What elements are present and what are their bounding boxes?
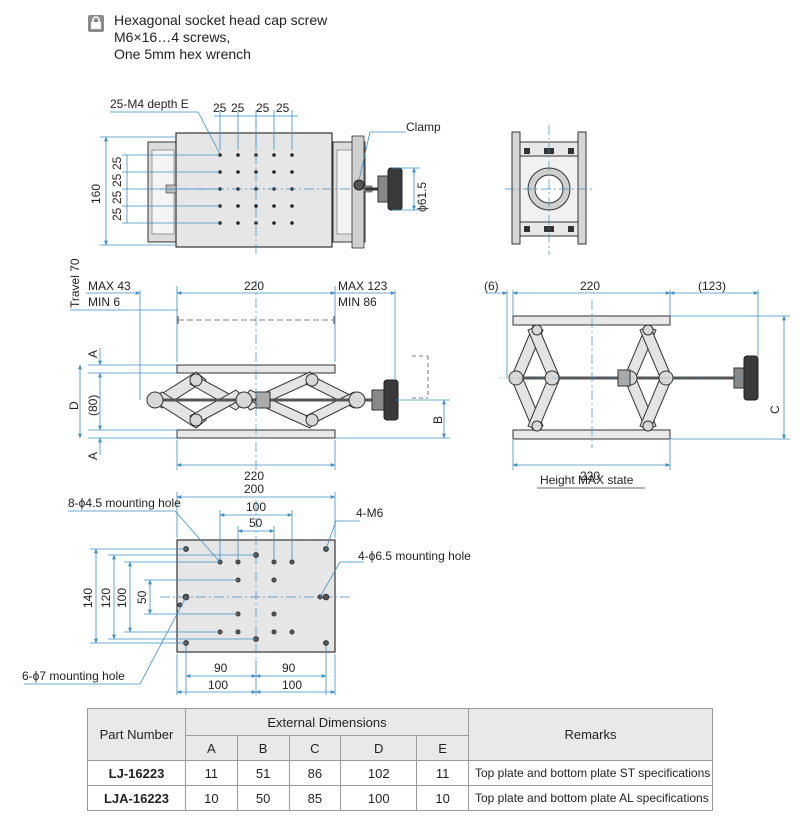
b-100a: 100	[208, 678, 228, 692]
top-pitch-3: 25	[256, 101, 270, 115]
v-50: 50	[135, 590, 149, 604]
table-row: LJA-16223 10 50 85 100 10 Top plate and …	[87, 785, 713, 811]
left-pitch-3: 25	[110, 190, 124, 204]
end-view	[505, 125, 595, 255]
table-row: LJ-16223 11 51 86 102 11 Top plate and b…	[87, 760, 713, 786]
left-pitch-2: 25	[110, 173, 124, 187]
dim-a-bottom: A	[86, 452, 100, 460]
col-part-number: Part Number	[87, 708, 186, 761]
col-remarks: Remarks	[468, 708, 713, 761]
bottom-view: 200 100 50 4-M6 8-ϕ4.5 mounting hole 4-ϕ…	[22, 482, 471, 695]
front-right-ext: (123)	[698, 279, 726, 293]
dim-value: 86	[288, 760, 342, 786]
top-pitch-1: 25	[213, 101, 227, 115]
tapped-hole	[290, 170, 294, 174]
front-view: (6) 220 (123) C 220 Height MAX state	[484, 279, 790, 489]
side-width-top: 220	[244, 279, 264, 293]
b-90a: 90	[214, 661, 228, 675]
travel-label: Travel 70	[68, 258, 82, 308]
accessory-note: Hexagonal socket head cap screw M6×16…4 …	[88, 12, 327, 63]
front-left-gap: (6)	[484, 279, 499, 293]
tapped-hole	[272, 153, 276, 157]
label-hole-45: 8-ϕ4.5 mounting hole	[68, 496, 181, 510]
tapped-hole	[272, 204, 276, 208]
dim-value: 51	[236, 760, 290, 786]
tapped-hole	[290, 153, 294, 157]
top-pitch-4: 25	[276, 101, 290, 115]
bottom-50: 50	[249, 516, 263, 530]
height-max-caption: Height MAX state	[540, 473, 634, 487]
label-hole-65: 4-ϕ6.5 mounting hole	[358, 549, 471, 563]
b-90b: 90	[282, 661, 296, 675]
label-hole-7: 6-ϕ7 mounting hole	[22, 669, 125, 683]
left-pitch-4: 25	[110, 207, 124, 221]
tapped-hole	[272, 170, 276, 174]
col-a: A	[185, 735, 238, 761]
knob-dia: ϕ61.5	[415, 182, 429, 212]
v-140: 140	[81, 588, 95, 608]
remarks: Top plate and bottom plate AL specificat…	[468, 785, 713, 811]
front-width-top: 220	[580, 279, 600, 293]
note-line-3: One 5mm hex wrench	[114, 46, 251, 62]
dim-80: (80)	[86, 395, 100, 416]
dim-value: 10	[416, 785, 469, 811]
tapped-hole	[290, 221, 294, 225]
tapped-hole	[236, 170, 240, 174]
side-width-bottom: 220	[244, 469, 264, 483]
tapped-hole	[290, 204, 294, 208]
b-100b: 100	[282, 678, 302, 692]
clamp-label: Clamp	[406, 120, 441, 134]
col-d: D	[340, 735, 418, 761]
dim-value: 11	[185, 760, 238, 786]
tapped-hole	[236, 221, 240, 225]
tapped-hole	[272, 221, 276, 225]
max-left: MAX 43	[88, 279, 131, 293]
dim-value: 11	[416, 760, 469, 786]
dim-value: 10	[185, 785, 238, 811]
v-100: 100	[115, 588, 129, 608]
col-b: B	[236, 735, 290, 761]
remarks: Top plate and bottom plate ST specificat…	[468, 760, 713, 786]
top-view: 25 25 25 25 25-M4 depth E Clamp 160 25 2…	[89, 97, 441, 255]
v-120: 120	[99, 588, 113, 608]
note-line-2: M6×16…4 screws,	[114, 29, 231, 45]
dim-value: 50	[236, 785, 290, 811]
hole-label: 25-M4 depth E	[110, 97, 189, 111]
tapped-hole	[236, 153, 240, 157]
col-c: C	[288, 735, 342, 761]
technical-drawing: 25 25 25 25 25-M4 depth E Clamp 160 25 2…	[22, 97, 790, 695]
side-view: Travel 70 MAX 43 MIN 6 220 MAX 123 MIN 8…	[67, 258, 450, 483]
height-160: 160	[89, 184, 103, 204]
min-right: MIN 86	[338, 295, 377, 309]
dim-value: 100	[340, 785, 418, 811]
tapped-hole	[254, 204, 258, 208]
lock-icon	[88, 15, 104, 32]
max-right: MAX 123	[338, 279, 388, 293]
top-pitch-2: 25	[231, 101, 245, 115]
note-line-1: Hexagonal socket head cap screw	[114, 12, 328, 28]
dim-d: D	[67, 401, 81, 410]
dim-b: B	[431, 416, 445, 424]
dim-value: 102	[340, 760, 418, 786]
label-m6: 4-M6	[356, 506, 384, 520]
left-pitch-1: 25	[110, 156, 124, 170]
bottom-100: 100	[246, 500, 266, 514]
part-number: LJA-16223	[87, 785, 186, 811]
spec-table: Part Number External Dimensions Remarks …	[87, 708, 713, 811]
tapped-hole	[236, 204, 240, 208]
bottom-200: 200	[244, 482, 264, 496]
col-external-dimensions: External Dimensions	[185, 708, 469, 736]
front-width-bottom: 220	[580, 469, 600, 483]
dim-a-top: A	[86, 350, 100, 358]
min-left: MIN 6	[88, 295, 120, 309]
col-e: E	[416, 735, 469, 761]
part-number: LJ-16223	[87, 760, 186, 786]
dim-c: C	[768, 405, 782, 414]
dim-value: 85	[288, 785, 342, 811]
